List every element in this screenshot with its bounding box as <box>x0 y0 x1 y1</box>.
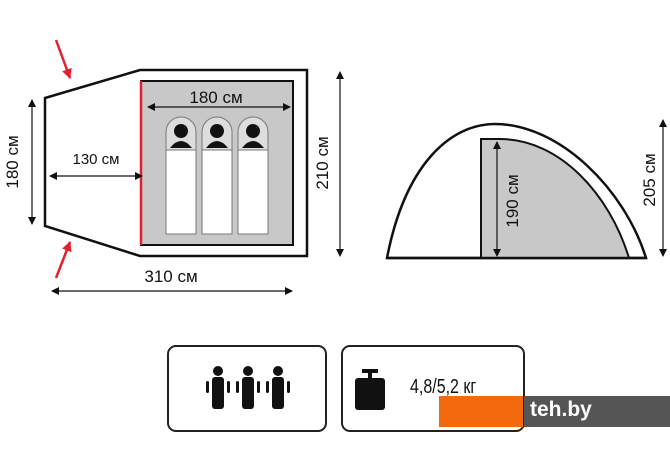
watermark-text: teh.by <box>530 398 592 421</box>
entrance-arrow-bottom <box>54 241 72 279</box>
capacity-box <box>167 345 327 432</box>
person-head-icon <box>246 124 260 138</box>
sleeping-bags <box>165 116 269 235</box>
inner-width-label: 180 см <box>189 88 242 107</box>
outer-height-label: 205 см <box>640 153 659 206</box>
total-width-label: 210 см <box>313 136 332 189</box>
vestibule-width-label: 180 см <box>3 135 22 188</box>
sleeping-bag <box>165 116 197 235</box>
weight-icon <box>355 369 385 410</box>
vestibule-depth-label: 130 см <box>72 151 119 168</box>
inner-height-label: 190 см <box>503 174 522 227</box>
sleeping-bag <box>201 116 233 235</box>
total-length-label: 310 см <box>144 267 197 286</box>
entrance-arrow-top <box>54 39 72 79</box>
person-head-icon <box>210 124 224 138</box>
three-persons-icon <box>206 366 290 409</box>
sleeping-bag <box>237 116 269 235</box>
watermark-accent <box>439 396 523 427</box>
inner-tent-profile <box>480 138 631 259</box>
watermark-bar <box>524 396 670 427</box>
weight-label: 4,8/5,2 кг <box>410 376 477 398</box>
person-head-icon <box>174 124 188 138</box>
